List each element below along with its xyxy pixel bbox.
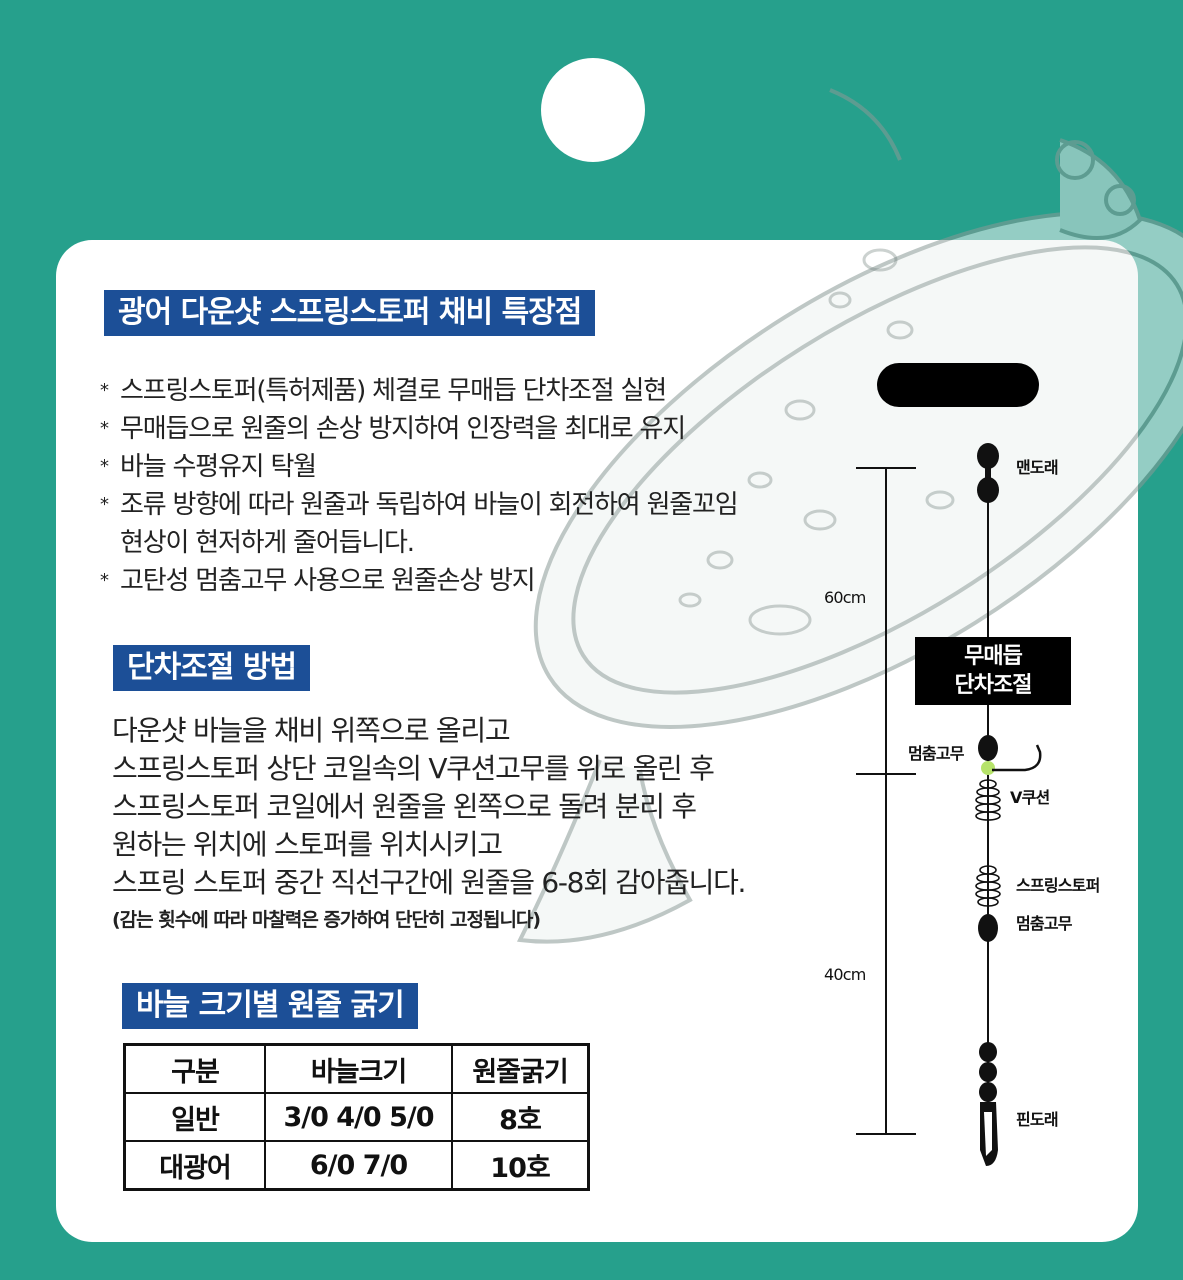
feature-item: *바늘 수평유지 탁월	[100, 448, 840, 486]
table-cell: 3/0 4/0 5/0	[264, 1092, 453, 1142]
bullet-star: *	[100, 570, 109, 591]
table-header-cell: 바늘크기	[264, 1043, 453, 1094]
bullet-star: *	[100, 494, 109, 515]
label-spring-stopper: 스프링스토퍼	[1016, 876, 1100, 895]
table-header-cell: 원줄굵기	[451, 1043, 590, 1094]
table-header-cell: 구분	[123, 1043, 266, 1094]
table-title: 바늘 크기별 원줄 굵기	[122, 983, 418, 1029]
stopper-rubber-lower	[978, 914, 998, 942]
feature-item: *무매듭으로 원줄의 손상 방지하여 인장력을 최대로 유지	[100, 410, 840, 448]
table-cell: 대광어	[123, 1140, 266, 1191]
measure-upper: 60cm	[824, 588, 866, 607]
table-cell: 일반	[123, 1092, 266, 1142]
feature-item: *조류 방향에 따라 원줄과 독립하여 바늘이 회전하여 원줄꼬임	[100, 486, 840, 524]
feature-item-continuation: 현상이 현저하게 줄어듭니다.	[120, 528, 415, 558]
table-cell: 10호	[451, 1140, 590, 1191]
pin-swivel-clip	[984, 1112, 992, 1156]
spring-coil-icon	[975, 865, 1001, 907]
table-cell: 6/0 7/0	[264, 1140, 453, 1191]
method-line: 원하는 위치에 스토퍼를 위치시키고	[112, 828, 503, 861]
no-knot-box: 무매듭 단차조절	[915, 637, 1071, 705]
stopper-rubber-upper	[978, 735, 998, 761]
feature-item: *스프링스토퍼(특허제품) 체결로 무매듭 단차조절 실현	[100, 372, 840, 410]
table-row: 대광어 6/0 7/0 10호	[123, 1140, 590, 1191]
bullet-star: *	[100, 380, 109, 401]
measure-lower: 40cm	[824, 965, 866, 984]
method-line: 스프링스토퍼 코일에서 원줄을 왼쪽으로 돌려 분리 후	[112, 790, 697, 823]
swivel-bead	[977, 443, 999, 469]
swivel-link	[985, 466, 991, 480]
table-row: 일반 3/0 4/0 5/0 8호	[123, 1092, 590, 1142]
v-cushion	[981, 761, 995, 775]
hook-line-table: 구분 바늘크기 원줄굵기 일반 3/0 4/0 5/0 8호 대광어 6/0 7…	[123, 1043, 590, 1191]
label-v-cushion: V쿠션	[1010, 788, 1050, 807]
method-line: 스프링스토퍼 상단 코일속의 V쿠션고무를 위로 올린 후	[112, 752, 715, 785]
method-line: 스프링 스토퍼 중간 직선구간에 원줄을 6-8회 감아줍니다.	[112, 866, 746, 899]
label-stopper-lower: 멈춤고무	[1016, 914, 1072, 933]
label-top-swivel: 맨도래	[1016, 458, 1059, 477]
hook-icon	[992, 744, 1042, 772]
swivel-bead	[979, 1082, 997, 1102]
label-pin-swivel: 핀도래	[1016, 1110, 1059, 1129]
bullet-star: *	[100, 456, 109, 477]
method-text: 다운샷 바늘을 채비 위쪽으로 올리고 스프링스토퍼 상단 코일속의 V쿠션고무…	[112, 712, 852, 936]
features-list: *스프링스토퍼(특허제품) 체결로 무매듭 단차조절 실현 *무매듭으로 원줄의…	[100, 372, 840, 600]
method-line: 다운샷 바늘을 채비 위쪽으로 올리고	[112, 714, 511, 747]
features-title: 광어 다운샷 스프링스토퍼 채비 특장점	[104, 290, 596, 336]
bullet-star: *	[100, 418, 109, 439]
swivel-bead	[979, 1062, 997, 1082]
method-note: (감는 횟수에 따라 마찰력은 증가하여 단단히 고정됩니다)	[112, 909, 541, 931]
feature-item: *고탄성 멈춤고무 사용으로 원줄손상 방지	[100, 562, 840, 600]
redacted-label	[877, 363, 1039, 407]
table-cell: 8호	[451, 1092, 590, 1142]
swivel-bead	[977, 477, 999, 503]
label-stopper-upper: 멈춤고무	[908, 744, 964, 763]
table-header-row: 구분 바늘크기 원줄굵기	[123, 1043, 590, 1094]
swivel-bead	[979, 1042, 997, 1062]
spring-coil-icon	[975, 779, 1001, 821]
hang-hole	[541, 58, 645, 162]
method-title: 단차조절 방법	[113, 645, 311, 691]
